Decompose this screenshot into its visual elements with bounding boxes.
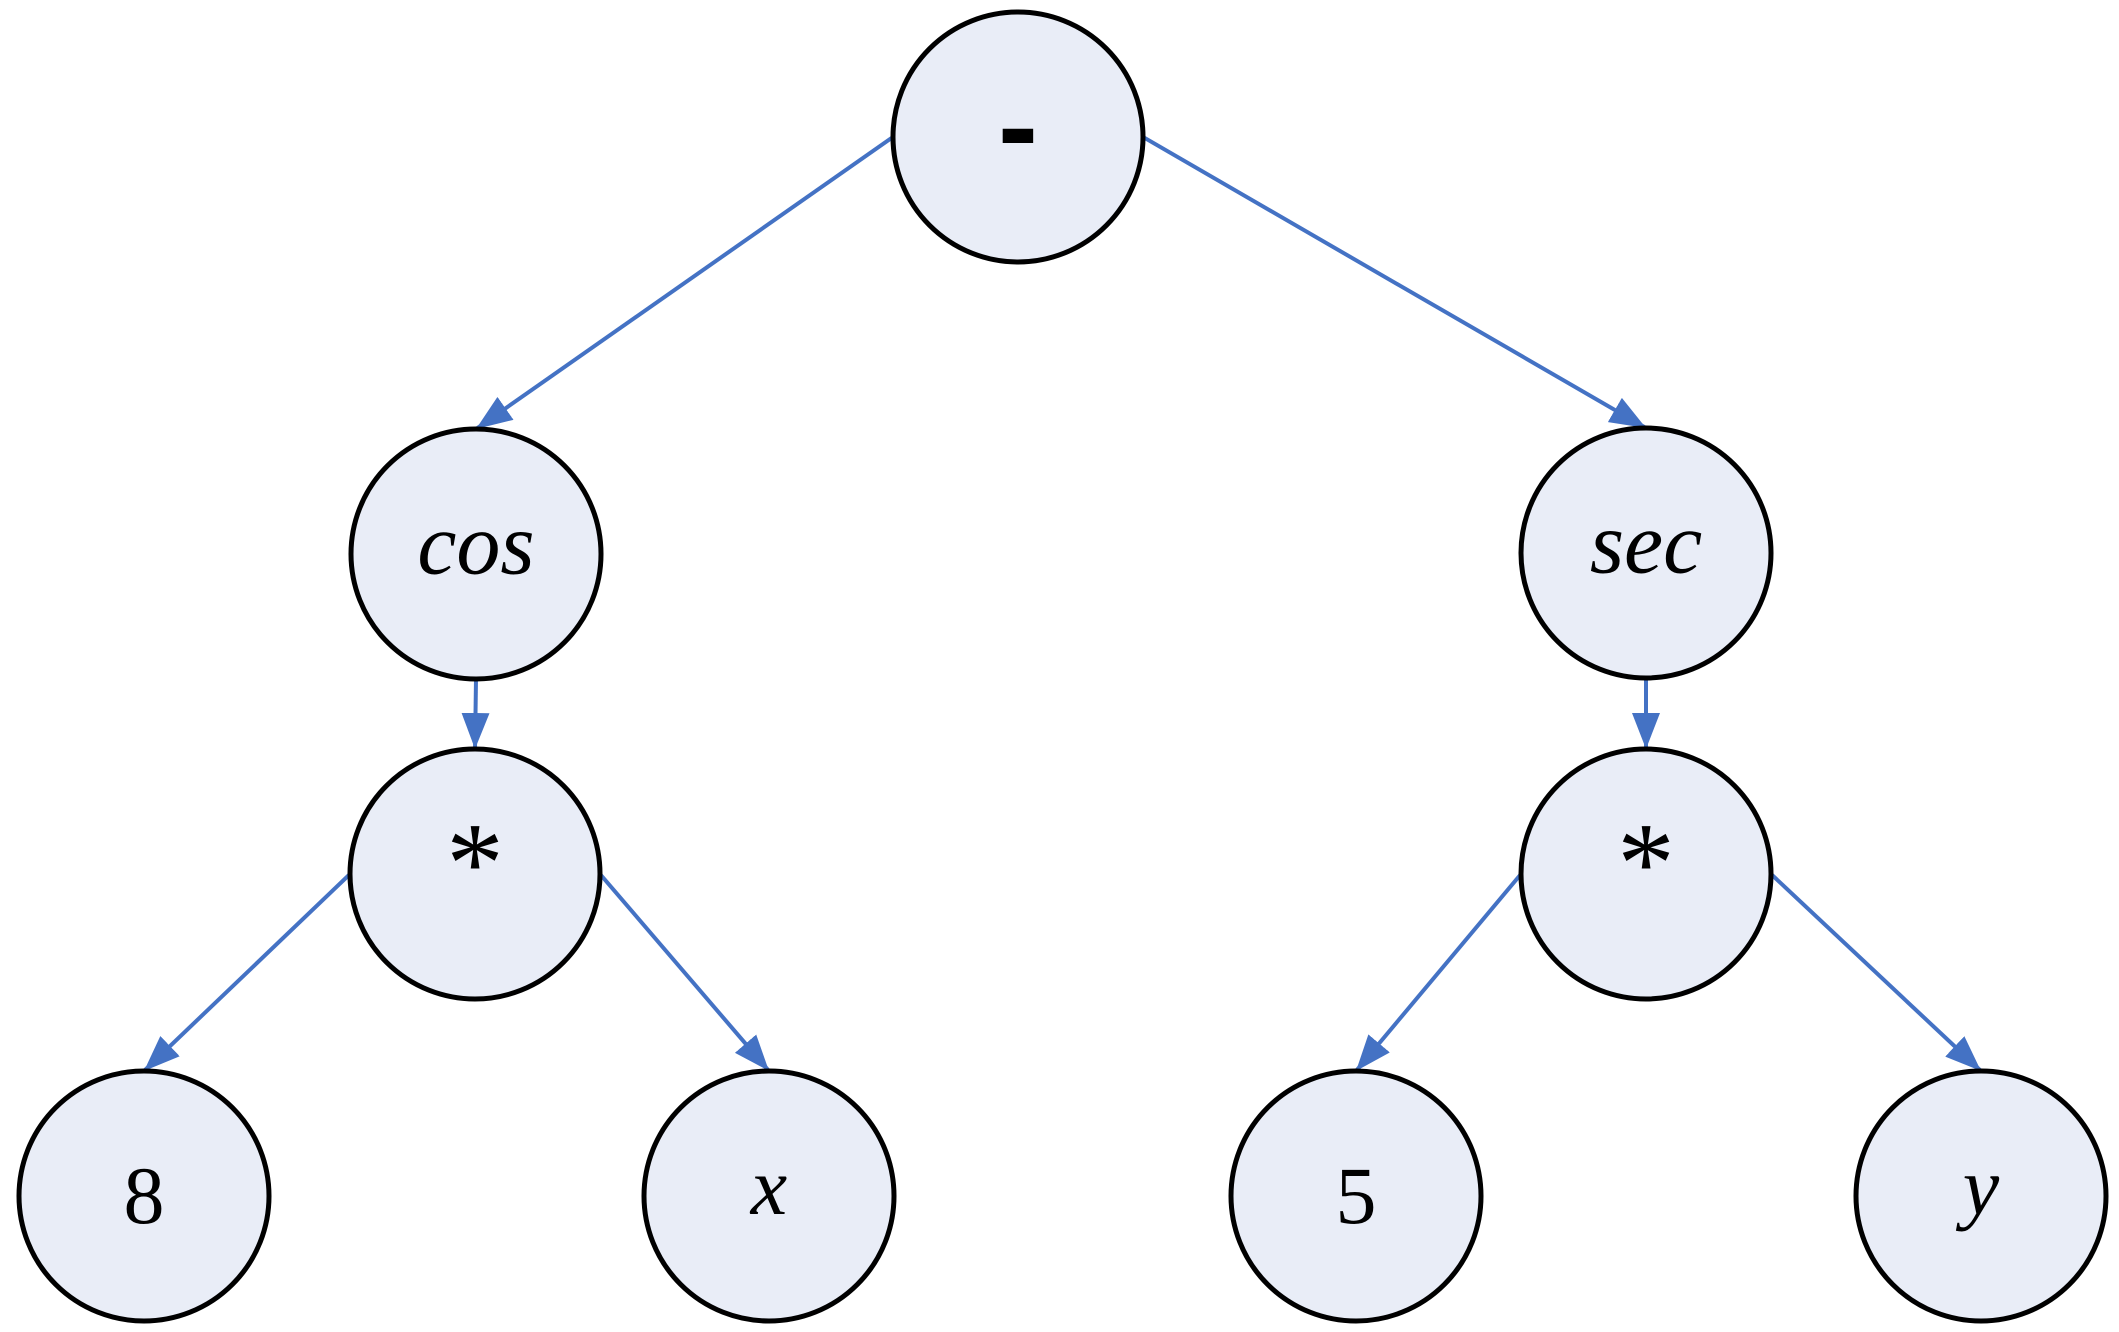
edge-mul-left-num-8 <box>142 872 352 1073</box>
node-num-8: 8 <box>16 1068 272 1324</box>
node-mul-left-label: * <box>446 800 504 927</box>
edge-minus-sec <box>1141 135 1648 430</box>
edge-mul-right-num-5 <box>1354 872 1523 1073</box>
node-mul-right-label: * <box>1617 800 1675 927</box>
node-var-y-label: y <box>1956 1141 2000 1232</box>
node-num-5: 5 <box>1228 1068 1484 1324</box>
node-sec: sec <box>1518 425 1774 681</box>
node-mul-left: * <box>347 746 603 1002</box>
node-var-x-circle <box>641 1068 897 1324</box>
node-var-y-circle <box>1853 1068 2109 1324</box>
node-var-x-label: x <box>750 1141 787 1232</box>
node-minus: - <box>890 9 1146 265</box>
node-num-8-label: 8 <box>124 1150 165 1241</box>
node-num-5-label: 5 <box>1336 1150 1377 1241</box>
node-sec-label: sec <box>1590 495 1702 592</box>
node-mul-right: * <box>1518 746 1774 1002</box>
edge-mul-left-var-x <box>598 872 771 1073</box>
edge-minus-cos <box>474 135 895 431</box>
node-num-5-circle <box>1228 1068 1484 1324</box>
edge-cos-mul-left <box>461 678 490 750</box>
node-mul-left-circle <box>347 746 603 1002</box>
nodes-layer: - cos sec * * 8 x 5 y <box>16 9 2109 1324</box>
node-var-x: x <box>641 1068 897 1324</box>
edges-layer <box>142 135 1983 1073</box>
node-num-8-circle <box>16 1068 272 1324</box>
edge-mul-right-var-y <box>1769 872 1983 1073</box>
node-cos-label: cos <box>417 496 534 593</box>
node-var-y: y <box>1853 1068 2109 1324</box>
node-minus-label: - <box>998 59 1038 193</box>
node-cos-circle <box>348 426 604 682</box>
node-sec-circle <box>1518 425 1774 681</box>
node-minus-circle <box>890 9 1146 265</box>
node-cos: cos <box>348 426 604 682</box>
node-mul-right-circle <box>1518 746 1774 1002</box>
